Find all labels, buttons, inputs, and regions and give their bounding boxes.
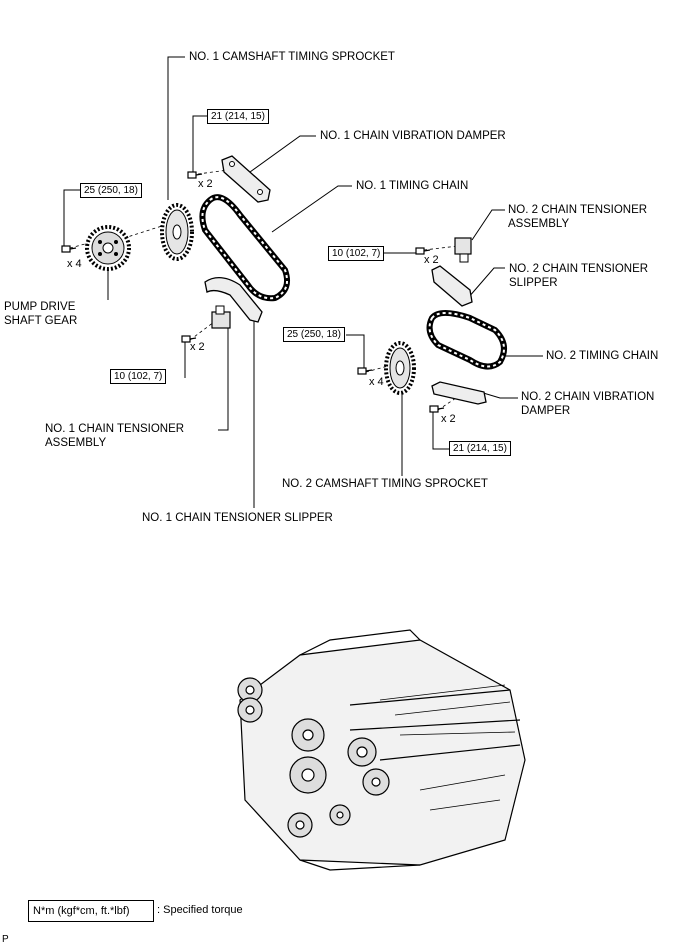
- qty-tensioner-2: x 2: [424, 254, 439, 266]
- label-tensioner-assembly-1: NO. 1 CHAIN TENSIONER ASSEMBLY: [45, 422, 184, 450]
- label-tensioner-slipper-2: NO. 2 CHAIN TENSIONER SLIPPER: [509, 262, 648, 290]
- qty-damper-1: x 2: [198, 178, 213, 190]
- camshaft-sprocket-2: [384, 341, 416, 395]
- tensioner-slipper-1: [204, 277, 263, 323]
- legend-description: : Specified torque: [157, 904, 243, 916]
- leader-lines: [63, 56, 543, 508]
- pump-drive-shaft-gear: [85, 225, 131, 271]
- label-tensioner-slipper-1: NO. 1 CHAIN TENSIONER SLIPPER: [142, 512, 333, 524]
- torque-box-tensioner-2: 10 (102, 7): [328, 246, 385, 261]
- engine-illustration: [237, 629, 526, 871]
- legend-torque-unit-box: N*m (kgf*cm, ft.*lbf): [28, 900, 154, 922]
- torque-box-pump-gear: 25 (250, 18): [80, 183, 142, 198]
- bolt-icon: [357, 367, 373, 375]
- bolt-icon: [415, 247, 431, 255]
- torque-box-damper-1: 21 (214, 15): [207, 109, 269, 124]
- qty-tensioner-1: x 2: [190, 341, 205, 353]
- label-timing-chain-2: NO. 2 TIMING CHAIN: [546, 350, 659, 362]
- label-camshaft-sprocket-2: NO. 2 CAMSHAFT TIMING SPROCKET: [282, 478, 488, 490]
- bolt-icon: [187, 171, 203, 179]
- camshaft-sprocket-1: [160, 203, 194, 261]
- torque-box-tensioner-1: 10 (102, 7): [110, 369, 167, 384]
- label-vibration-damper-2: NO. 2 CHAIN VIBRATION DAMPER: [521, 390, 654, 418]
- label-line: NO. 1 CHAIN TENSIONER: [45, 423, 185, 435]
- label-line: DAMPER: [521, 405, 571, 417]
- corner-mark: P: [2, 934, 9, 945]
- vibration-damper-2: [431, 381, 487, 405]
- torque-box-sprocket-2: 25 (250, 18): [283, 327, 345, 342]
- qty-damper-2: x 2: [441, 413, 456, 425]
- timing-chain-1: [199, 194, 290, 302]
- label-line: SHAFT GEAR: [4, 315, 78, 327]
- bolt-icon: [181, 335, 197, 343]
- bolt-icon: [61, 245, 77, 253]
- label-line: PUMP DRIVE: [4, 301, 76, 313]
- tensioner-assembly-2: [454, 237, 472, 263]
- label-pump-drive-shaft-gear: PUMP DRIVE SHAFT GEAR: [4, 300, 77, 328]
- vibration-damper-1: [221, 155, 271, 203]
- tensioner-slipper-2: [431, 265, 473, 307]
- tensioner-assembly-1: [211, 305, 231, 329]
- label-camshaft-sprocket-1: NO. 1 CAMSHAFT TIMING SPROCKET: [189, 51, 395, 63]
- qty-sprocket-2: x 4: [369, 376, 384, 388]
- torque-box-damper-2: 21 (214, 15): [449, 441, 511, 456]
- timing-chain-2: [426, 310, 507, 370]
- label-vibration-damper-1: NO. 1 CHAIN VIBRATION DAMPER: [320, 130, 506, 142]
- label-line: NO. 2 CHAIN VIBRATION: [521, 391, 655, 403]
- bolt-icon: [429, 405, 445, 413]
- label-line: SLIPPER: [509, 277, 558, 289]
- bolts: [61, 171, 445, 413]
- label-line: ASSEMBLY: [508, 218, 570, 230]
- label-line: ASSEMBLY: [45, 437, 107, 449]
- qty-pump-gear: x 4: [67, 258, 82, 270]
- label-line: NO. 2 CHAIN TENSIONER: [508, 204, 648, 216]
- label-line: NO. 2 CHAIN TENSIONER: [509, 263, 649, 275]
- label-timing-chain-1: NO. 1 TIMING CHAIN: [356, 180, 469, 192]
- label-tensioner-assembly-2: NO. 2 CHAIN TENSIONER ASSEMBLY: [508, 203, 647, 231]
